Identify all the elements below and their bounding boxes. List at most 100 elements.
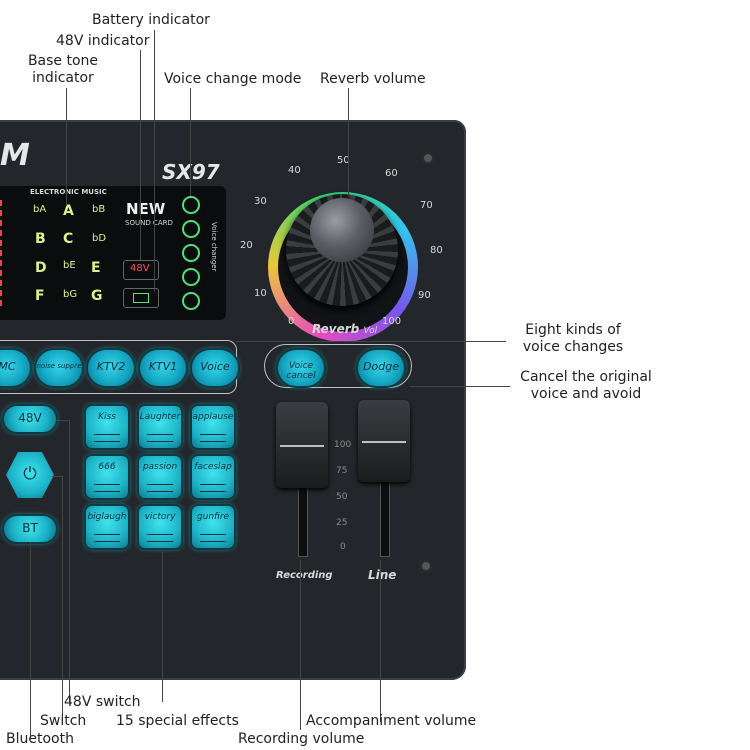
- dial-80: 80: [430, 245, 443, 256]
- dial-30: 30: [254, 196, 267, 207]
- callout-base-tone-line1: Base tone: [27, 53, 99, 69]
- note-flat-e: bE: [63, 260, 76, 271]
- button-48v[interactable]: 48V: [4, 406, 56, 432]
- screen-new: NEW: [126, 200, 166, 218]
- button-voice-cancel-label: Voice cancel: [286, 361, 316, 381]
- callout-battery-indicator: Battery indicator: [92, 12, 210, 28]
- recording-fader-knob[interactable]: [276, 402, 328, 488]
- brand-logo: M: [0, 138, 30, 173]
- note-flat-b: bB: [92, 204, 106, 215]
- screw-bottom-right: [420, 560, 432, 572]
- button-dodge[interactable]: Dodge: [358, 350, 404, 386]
- line-fader-label: Line: [368, 568, 397, 582]
- effect-laughter-label: Laughter: [139, 412, 181, 422]
- cancel-dodge-frame: [264, 344, 412, 388]
- callout-base-tone: Base tone indicator: [24, 53, 102, 87]
- button-voice[interactable]: Voice: [192, 350, 238, 386]
- effect-gunfire-label: gunfire: [196, 512, 230, 522]
- voice-changer-panel: [180, 194, 202, 312]
- callout-base-tone-line2: indicator: [32, 70, 94, 86]
- callout-cancel-line2: voice and avoid: [530, 386, 642, 402]
- voice-icon-1: [182, 196, 200, 214]
- callout-bluetooth: Bluetooth: [6, 731, 74, 747]
- effect-biglaugh-label: biglaugh: [87, 512, 127, 522]
- note-c: C: [63, 231, 74, 247]
- effect-kiss-label: Kiss: [98, 412, 116, 422]
- voice-changer-label: Voice changer: [210, 222, 218, 272]
- effect-passion-label: passion: [142, 462, 178, 472]
- callout-cancel-original: Cancel the original voice and avoid: [512, 369, 660, 403]
- button-48v-label: 48V: [18, 411, 42, 425]
- button-ktv1[interactable]: KTV1: [140, 350, 186, 386]
- note-b: B: [35, 231, 46, 247]
- callout-line-accompaniment: [380, 560, 381, 722]
- dial-10: 10: [254, 288, 267, 299]
- button-ktv2-label: KTV2: [96, 360, 126, 373]
- callout-line-eight: [236, 341, 506, 342]
- dial-100: 100: [382, 316, 402, 327]
- led-column: [0, 200, 2, 310]
- button-voice-cancel[interactable]: Voice cancel: [278, 350, 324, 386]
- callout-line-switch-a: [52, 476, 62, 477]
- effect-kiss[interactable]: Kiss: [86, 406, 128, 448]
- callout-line-voice-mode: [190, 88, 191, 196]
- note-a: A: [63, 203, 74, 219]
- callout-accompaniment-volume: Accompaniment volume: [306, 713, 477, 729]
- button-voice-label: Voice: [200, 360, 230, 373]
- callout-cancel-line1: Cancel the original: [520, 369, 652, 385]
- effect-faceslap[interactable]: faceslap: [192, 456, 234, 498]
- note-d: D: [35, 260, 47, 276]
- button-bluetooth[interactable]: BT: [4, 516, 56, 542]
- reverb-knob-cap[interactable]: [310, 198, 374, 262]
- note-flat-g: bG: [63, 289, 78, 300]
- callout-voice-change-mode: Voice change mode: [164, 71, 302, 87]
- callout-eight-line1: Eight kinds of: [525, 322, 621, 338]
- callout-special-effects: 15 special effects: [116, 713, 239, 729]
- dial-60: 60: [385, 168, 398, 179]
- voice-icon-3: [182, 244, 200, 262]
- callout-48v-indicator: 48V indicator: [56, 33, 150, 49]
- dial-20: 20: [240, 240, 253, 251]
- callout-line-battery: [154, 30, 155, 292]
- power-icon: ⏻: [23, 464, 37, 484]
- callout-line-reverb: [348, 88, 349, 196]
- callout-line-bluetooth: [30, 542, 31, 738]
- callout-line-effects: [162, 552, 163, 702]
- reverb-label: Reverb Vol: [312, 322, 377, 336]
- button-mc[interactable]: MC: [0, 350, 30, 386]
- screen-header: ELECTRONIC MUSIC: [30, 188, 107, 196]
- note-e: E: [91, 260, 101, 276]
- indicator-48v-label: 48V: [130, 263, 150, 274]
- button-noise-suppress-label: noise suppre: [36, 362, 82, 370]
- effect-victory[interactable]: victory: [139, 506, 181, 548]
- effect-applause[interactable]: applause: [192, 406, 234, 448]
- callout-eight-line2: voice changes: [522, 339, 624, 355]
- callout-line-48v: [140, 50, 141, 260]
- button-dodge-label: Dodge: [363, 360, 399, 373]
- reverb-vol: Vol: [363, 326, 378, 336]
- callout-eight-kinds: Eight kinds of voice changes: [508, 322, 638, 356]
- effect-gunfire[interactable]: gunfire: [192, 506, 234, 548]
- line-fader-knob[interactable]: [358, 400, 410, 482]
- battery-icon: [123, 288, 159, 308]
- fader-scale-0: 0: [340, 542, 346, 552]
- callout-line-48v-switch-b: [69, 420, 70, 702]
- indicator-48v: 48V: [123, 260, 159, 280]
- dial-90: 90: [418, 290, 431, 301]
- effect-666-label: 666: [98, 462, 116, 472]
- fader-scale-50: 50: [336, 492, 348, 502]
- screw-top-right: [422, 152, 434, 164]
- voice-icon-4: [182, 268, 200, 286]
- button-noise-suppress[interactable]: noise suppre: [36, 350, 82, 386]
- dial-70: 70: [420, 200, 433, 211]
- effect-666[interactable]: 666: [86, 456, 128, 498]
- effect-laughter[interactable]: Laughter: [139, 406, 181, 448]
- button-ktv2[interactable]: KTV2: [88, 350, 134, 386]
- effect-victory-label: victory: [144, 512, 176, 522]
- note-f: F: [35, 288, 45, 304]
- effect-faceslap-label: faceslap: [194, 462, 232, 472]
- callout-reverb-volume: Reverb volume: [320, 71, 426, 87]
- fader-scale-75: 75: [336, 466, 348, 476]
- effect-biglaugh[interactable]: biglaugh: [86, 506, 128, 548]
- effect-passion[interactable]: passion: [139, 456, 181, 498]
